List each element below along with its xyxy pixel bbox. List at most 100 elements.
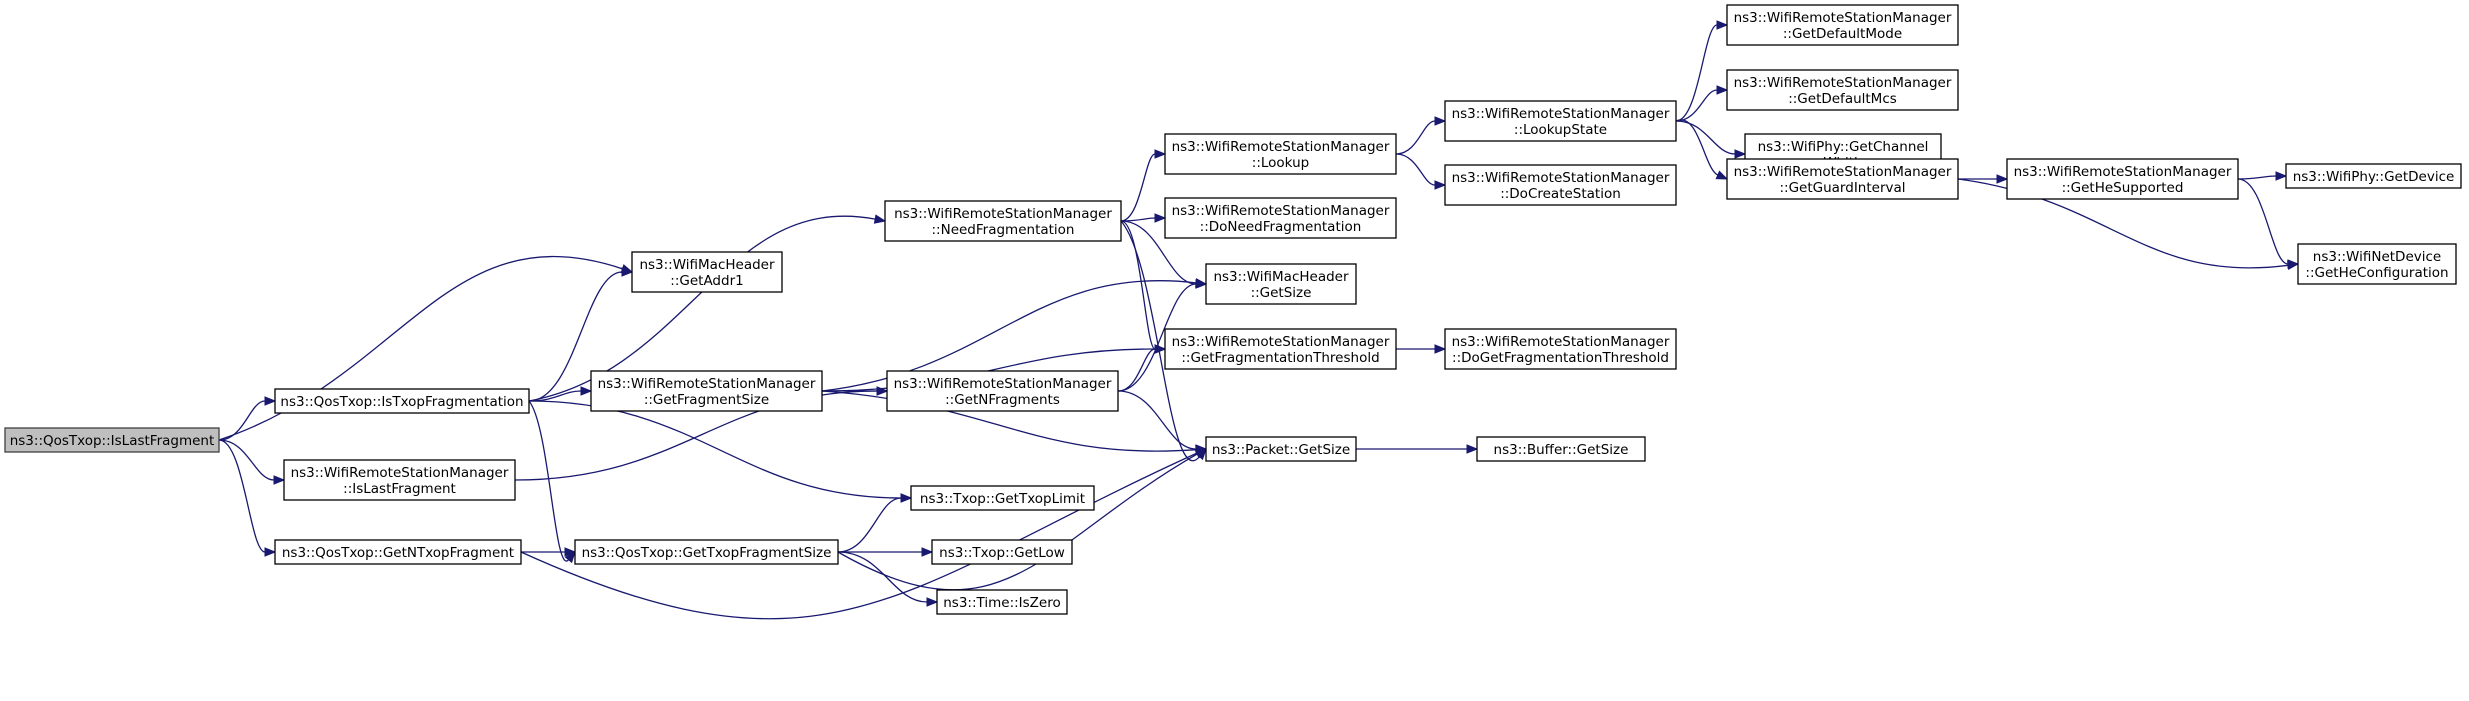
node-box bbox=[590, 370, 823, 412]
node-box bbox=[274, 388, 530, 414]
node-box bbox=[1164, 133, 1397, 175]
node-getTxopLimit[interactable]: ns3::Txop::GetTxopLimit bbox=[910, 485, 1095, 511]
node-label: ns3::WifiRemoteStationManager bbox=[1452, 334, 1670, 350]
node-label: ::LookupState bbox=[1514, 122, 1607, 138]
node-label: ns3::WifiRemoteStationManager bbox=[1452, 170, 1670, 186]
node-getHeSupported[interactable]: ns3::WifiRemoteStationManager::GetHeSupp… bbox=[2006, 158, 2239, 200]
node-box bbox=[1476, 436, 1646, 462]
edge-line bbox=[1120, 220, 1201, 462]
node-label: ::GetFragmentationThreshold bbox=[1181, 350, 1379, 366]
arrowhead bbox=[1434, 344, 1447, 354]
node-box bbox=[931, 539, 1073, 565]
node-lookupState[interactable]: ns3::WifiRemoteStationManager::LookupSta… bbox=[1444, 100, 1677, 142]
node-box bbox=[631, 251, 783, 293]
arrowhead bbox=[876, 386, 889, 396]
arrowhead bbox=[1434, 116, 1447, 126]
arrowhead bbox=[873, 214, 887, 224]
node-getFragThresh[interactable]: ns3::WifiRemoteStationManager::GetFragme… bbox=[1164, 328, 1397, 370]
edge-needFrag-to-getFragThresh bbox=[1120, 220, 1167, 354]
edge-getNTxopFrag-to-getTxopFragSize bbox=[521, 547, 577, 557]
node-label: ns3::WifiRemoteStationManager bbox=[1734, 164, 1952, 180]
node-box bbox=[2006, 158, 2239, 200]
edge-getTxopFragSize-to-pktGetSize bbox=[837, 448, 1208, 591]
node-doCreateStation[interactable]: ns3::WifiRemoteStationManager::DoCreateS… bbox=[1444, 164, 1677, 206]
node-getLow[interactable]: ns3::Txop::GetLow bbox=[931, 539, 1073, 565]
node-root[interactable]: ns3::QosTxop::IsLastFragment bbox=[4, 427, 220, 453]
edge-getNFrags-to-getFragThresh bbox=[1117, 344, 1167, 392]
edge-getNTxopFrag-to-pktGetSize bbox=[520, 448, 1208, 620]
node-label: ns3::WifiRemoteStationManager bbox=[1734, 75, 1952, 91]
arrowhead bbox=[1154, 149, 1167, 159]
edge-lookupState-to-getDefaultMode bbox=[1675, 20, 1729, 122]
node-macGetSize[interactable]: ns3::WifiMacHeader::GetSize bbox=[1205, 263, 1357, 305]
node-bufGetSize[interactable]: ns3::Buffer::GetSize bbox=[1476, 436, 1646, 462]
node-label: ::DoNeedFragmentation bbox=[1200, 219, 1362, 235]
node-getNFrags[interactable]: ns3::WifiRemoteStationManager::GetNFragm… bbox=[886, 370, 1119, 412]
arrowhead bbox=[1716, 85, 1729, 95]
node-label: ::GetFragmentSize bbox=[644, 392, 769, 408]
node-box bbox=[4, 427, 220, 453]
arrowhead bbox=[1154, 344, 1167, 354]
edge-line bbox=[528, 400, 570, 562]
edge-line bbox=[528, 271, 623, 402]
node-label: ns3::WifiMacHeader bbox=[1213, 269, 1349, 285]
edges-layer bbox=[218, 20, 2300, 620]
node-getFragSize[interactable]: ns3::WifiRemoteStationManager::GetFragme… bbox=[590, 370, 823, 412]
node-label: ::DoGetFragmentationThreshold bbox=[1452, 350, 1669, 366]
edge-lookup-to-lookupState bbox=[1395, 116, 1447, 155]
node-label: ::GetHeConfiguration bbox=[2305, 265, 2448, 281]
node-isTxopFrag[interactable]: ns3::QosTxop::IsTxopFragmentation bbox=[274, 388, 530, 414]
node-doNeedFrag[interactable]: ns3::WifiRemoteStationManager::DoNeedFra… bbox=[1164, 197, 1397, 239]
node-box bbox=[283, 459, 516, 501]
edge-line bbox=[2237, 175, 2277, 180]
node-phyGetDevice[interactable]: ns3::WifiPhy::GetDevice bbox=[2285, 163, 2462, 189]
node-getTxopFragSize[interactable]: ns3::QosTxop::GetTxopFragmentSize bbox=[574, 539, 839, 565]
node-rsmIsLast[interactable]: ns3::WifiRemoteStationManager::IsLastFra… bbox=[283, 459, 516, 501]
edge-line bbox=[837, 453, 1198, 591]
node-label: ns3::WifiRemoteStationManager bbox=[598, 376, 816, 392]
arrowhead bbox=[1194, 448, 1208, 459]
node-needFrag[interactable]: ns3::WifiRemoteStationManager::NeedFragm… bbox=[884, 200, 1122, 242]
edge-getTxopFragSize-to-getTxopLimit bbox=[837, 493, 913, 553]
edge-isTxopFrag-to-getTxopFragSize bbox=[528, 400, 576, 564]
arrowhead bbox=[921, 547, 934, 557]
node-box bbox=[1726, 158, 1959, 200]
node-getDefaultMode[interactable]: ns3::WifiRemoteStationManager::GetDefaul… bbox=[1726, 4, 1959, 46]
node-pktGetSize[interactable]: ns3::Packet::GetSize bbox=[1205, 436, 1357, 462]
node-label: ns3::QosTxop::IsLastFragment bbox=[10, 433, 215, 449]
arrowhead bbox=[900, 493, 913, 503]
node-label: ::GetSize bbox=[1251, 285, 1312, 301]
node-label: ::GetAddr1 bbox=[670, 273, 743, 289]
edge-line bbox=[218, 439, 275, 481]
node-box bbox=[1164, 197, 1397, 239]
node-box bbox=[574, 539, 839, 565]
node-getGuardInterval[interactable]: ns3::WifiRemoteStationManager::GetGuardI… bbox=[1726, 158, 1959, 200]
node-getAddr1[interactable]: ns3::WifiMacHeader::GetAddr1 bbox=[631, 251, 783, 293]
node-label: ns3::Txop::GetLow bbox=[939, 545, 1065, 561]
node-getNTxopFrag[interactable]: ns3::QosTxop::GetNTxopFragment bbox=[274, 539, 522, 565]
edge-line bbox=[1117, 283, 1197, 392]
node-lookup[interactable]: ns3::WifiRemoteStationManager::Lookup bbox=[1164, 133, 1397, 175]
node-getHeConfig[interactable]: ns3::WifiNetDevice::GetHeConfiguration bbox=[2297, 243, 2457, 285]
edge-getHeSupported-to-phyGetDevice bbox=[2237, 171, 2288, 181]
node-doGetFragThresh[interactable]: ns3::WifiRemoteStationManager::DoGetFrag… bbox=[1444, 328, 1677, 370]
arrowhead bbox=[273, 475, 286, 485]
edge-line bbox=[1395, 120, 1436, 155]
edge-getFragThresh-to-doGetFragThresh bbox=[1396, 344, 1447, 354]
arrowhead bbox=[264, 396, 277, 406]
arrowhead bbox=[1154, 213, 1167, 223]
arrowhead bbox=[621, 267, 634, 277]
arrowhead bbox=[1996, 174, 2009, 184]
node-label: ns3::WifiPhy::GetDevice bbox=[2293, 169, 2455, 185]
node-isZero[interactable]: ns3::Time::IsZero bbox=[936, 589, 1068, 615]
arrowhead bbox=[1434, 180, 1447, 190]
node-label: ns3::WifiRemoteStationManager bbox=[894, 376, 1112, 392]
node-label: ns3::Time::IsZero bbox=[943, 595, 1061, 611]
node-getDefaultMcs[interactable]: ns3::WifiRemoteStationManager::GetDefaul… bbox=[1726, 69, 1959, 111]
node-label: ::Lookup bbox=[1252, 155, 1309, 171]
edge-lookupState-to-getChannelWidth bbox=[1675, 120, 1747, 159]
node-label: ::GetGuardInterval bbox=[1779, 180, 1905, 196]
edge-pktGetSize-to-bufGetSize bbox=[1356, 444, 1479, 454]
edge-line bbox=[1117, 348, 1156, 392]
